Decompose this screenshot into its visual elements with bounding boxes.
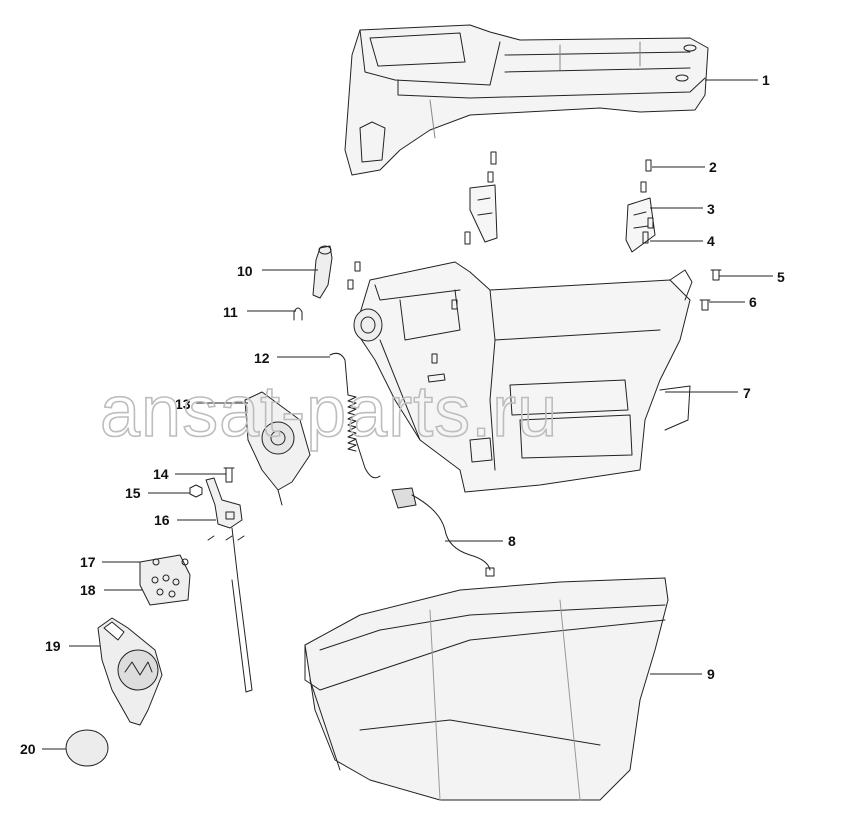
callout-19: 19 — [45, 638, 61, 654]
callout-16: 16 — [154, 512, 170, 528]
callout-10: 10 — [237, 263, 253, 279]
part-switch-cable — [391, 487, 495, 577]
callout-1: 1 — [762, 72, 770, 88]
callout-20: 20 — [20, 741, 36, 757]
leader-lines — [42, 79, 773, 750]
callout-17: 17 — [80, 554, 96, 570]
part-hinge-bracket-left — [464, 151, 498, 245]
part-screw-5 — [710, 269, 722, 281]
callout-11: 11 — [223, 304, 238, 320]
callout-8: 8 — [508, 533, 516, 549]
callout-18: 18 — [80, 582, 96, 598]
callout-7: 7 — [743, 385, 751, 401]
part-screw-6 — [699, 299, 711, 311]
part-cap — [65, 729, 109, 767]
callout-14: 14 — [153, 466, 169, 482]
part-latch-pin — [312, 245, 333, 299]
part-hinge-bracket-right — [625, 159, 656, 253]
part-cam-mechanism — [244, 391, 311, 506]
part-mounting-plate — [139, 554, 191, 606]
part-spring — [329, 352, 381, 479]
part-nut-15 — [189, 484, 203, 498]
callout-5: 5 — [777, 269, 785, 285]
callout-12: 12 — [254, 350, 270, 366]
part-clip — [293, 307, 303, 321]
callout-6: 6 — [749, 294, 757, 310]
callout-2: 2 — [709, 159, 717, 175]
callout-4: 4 — [707, 233, 715, 249]
part-handle-cover — [97, 617, 163, 726]
part-base-frame — [347, 261, 693, 493]
part-lever-16 — [205, 477, 253, 693]
part-bolt-14 — [223, 467, 235, 483]
part-lower-bin — [304, 577, 669, 801]
callout-3: 3 — [707, 201, 715, 217]
callout-9: 9 — [707, 666, 715, 682]
callout-13: 13 — [175, 396, 191, 412]
callout-15: 15 — [125, 485, 141, 501]
watermark-text: ansat-parts.ru — [100, 372, 558, 452]
part-armrest-lid — [344, 24, 709, 176]
callout-labels: 1 2 3 4 5 6 7 8 9 10 11 12 13 14 15 16 1… — [20, 72, 785, 757]
